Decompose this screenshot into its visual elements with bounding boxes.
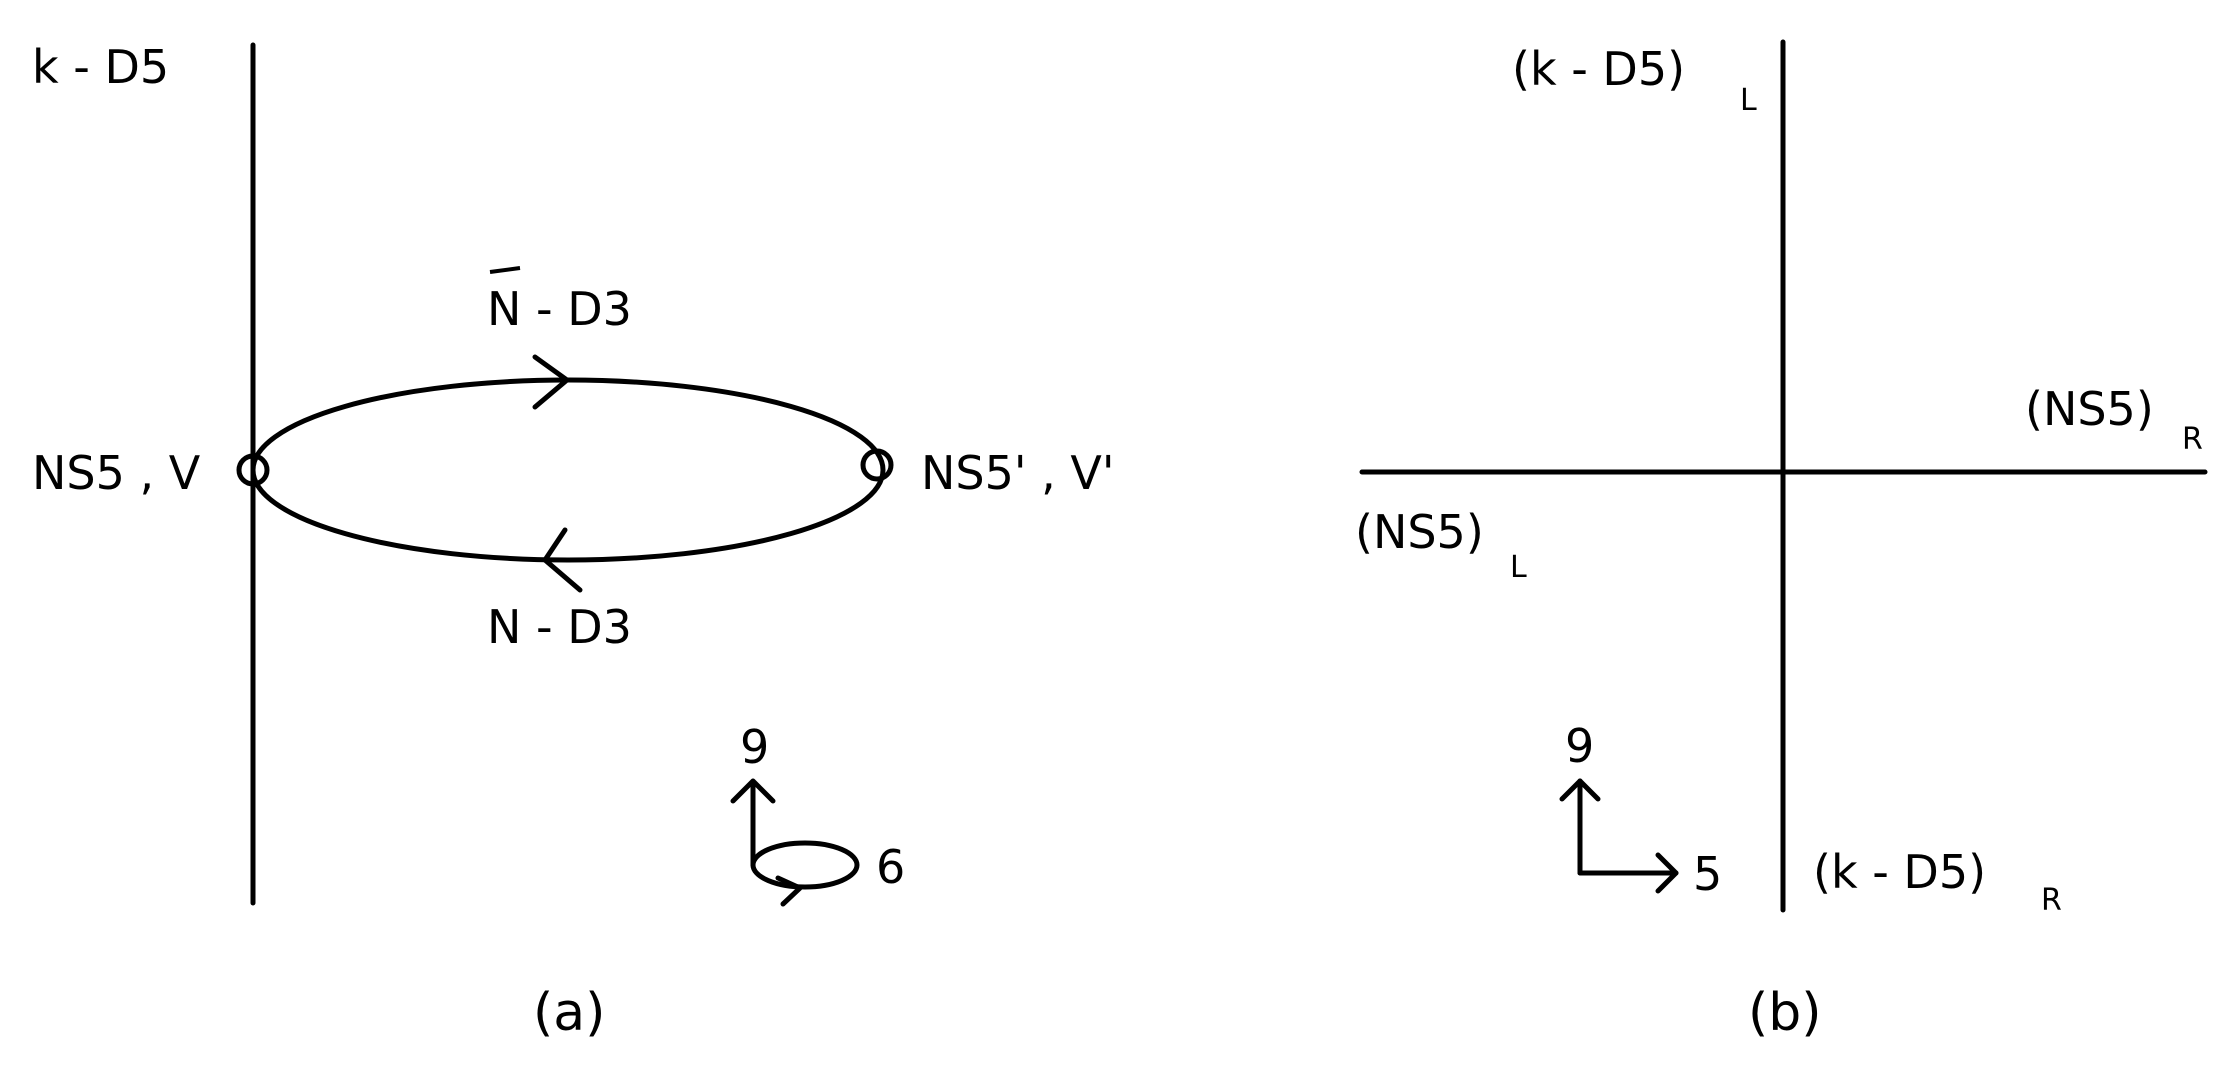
nbar-overline bbox=[489, 266, 521, 274]
caption-a: (a) bbox=[533, 983, 605, 1043]
axis-indicator-b: 9 5 bbox=[1559, 719, 1722, 901]
panel-b: (k - D5) L (NS5) R (NS5) L (k - D5) R 9 … bbox=[1355, 39, 2208, 1043]
ns5-left-sub: L bbox=[1510, 550, 1527, 585]
axis-9-arrowhead-icon bbox=[730, 778, 776, 804]
n-d3-label: N - D3 bbox=[487, 600, 632, 654]
ns5-right-sub: R bbox=[2182, 422, 2203, 457]
d3-loop bbox=[250, 377, 886, 563]
ns5-prime-point-icon bbox=[860, 448, 894, 482]
k-d5-right-sub: R bbox=[2041, 883, 2062, 918]
panel-a: k - D5 N - D3 N - D3 NS5 , V NS5' , V' 9… bbox=[32, 40, 1115, 1043]
upper-arrow-icon bbox=[532, 354, 570, 410]
caption-b: (b) bbox=[1748, 983, 1822, 1043]
lower-arrow-icon bbox=[542, 527, 583, 593]
axis-9-arrowhead-b-icon bbox=[1559, 778, 1601, 802]
ns5-left-label: (NS5) bbox=[1355, 505, 1484, 559]
rotation-6-icon bbox=[750, 840, 860, 890]
axis-indicator-a: 9 6 bbox=[730, 720, 905, 907]
ns5-right-label: (NS5) bbox=[2025, 382, 2154, 436]
k-d5-left-sub: L bbox=[1740, 83, 1757, 118]
ns5-label: NS5 , V bbox=[32, 446, 201, 500]
ns5-prime-label: NS5' , V' bbox=[921, 446, 1115, 500]
axis-9-label: 9 bbox=[740, 720, 769, 774]
k-d5-right-label: (k - D5) bbox=[1813, 845, 1986, 899]
ns5-point-icon bbox=[236, 453, 270, 487]
nbar-d3-label: N - D3 bbox=[487, 282, 632, 336]
axis-9-label-b: 9 bbox=[1565, 719, 1594, 773]
axis-5-arrowhead-icon bbox=[1655, 852, 1679, 894]
axis-5-label: 5 bbox=[1693, 847, 1722, 901]
rotation-6-arrowhead-icon bbox=[775, 875, 803, 907]
k-d5-label: k - D5 bbox=[32, 40, 169, 94]
k-d5-left-label: (k - D5) bbox=[1512, 42, 1685, 96]
axis-6-label: 6 bbox=[876, 840, 905, 894]
